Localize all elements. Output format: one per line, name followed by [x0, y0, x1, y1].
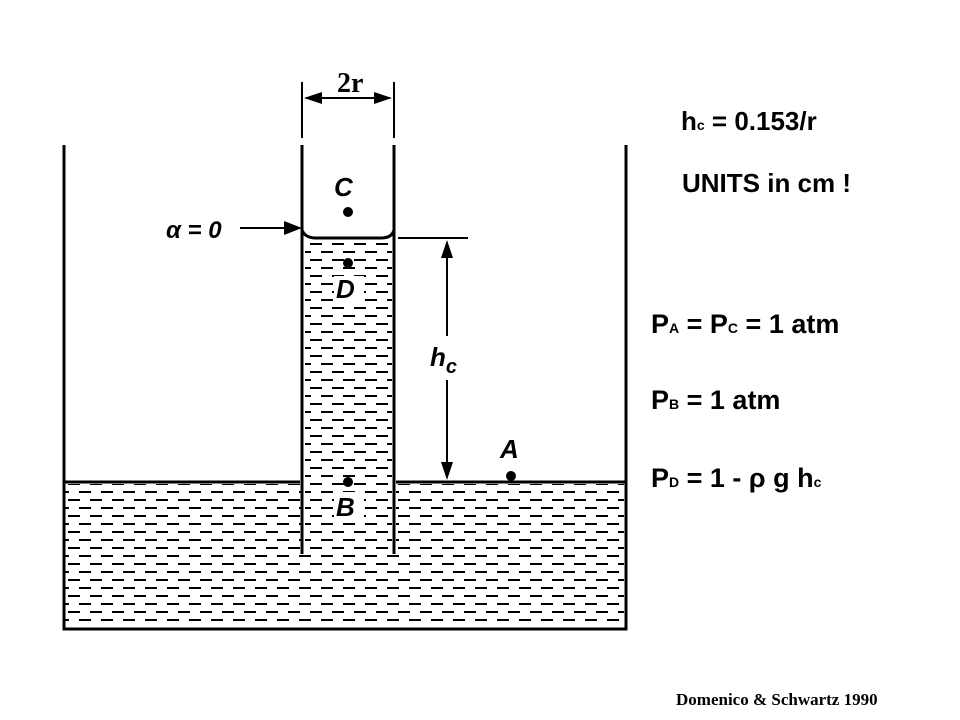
height-arrow-top	[441, 240, 453, 258]
point-b-dot	[343, 477, 353, 487]
point-c-label: C	[334, 172, 354, 202]
height-label: hc	[430, 342, 457, 378]
pressure-d-equation: PD = 1 - ρ g hc	[651, 463, 822, 493]
point-c-dot	[343, 207, 353, 217]
pressure-b-equation: PB = 1 atm	[651, 385, 781, 415]
height-arrow-bottom	[441, 462, 453, 480]
hc-symbol: h	[681, 106, 697, 136]
point-d-dot	[343, 258, 353, 268]
width-arrow-right	[374, 92, 392, 104]
hc-subscript: c	[696, 117, 705, 133]
point-a-label: A	[499, 434, 519, 464]
container-outline	[62, 145, 628, 631]
point-d-label: D	[336, 274, 355, 304]
citation: Domenico & Schwartz 1990	[676, 690, 878, 709]
width-arrow-left	[304, 92, 322, 104]
contact-angle-arrowhead	[284, 221, 302, 235]
meniscus	[300, 229, 396, 240]
units-note: UNITS in cm !	[682, 168, 852, 198]
contact-angle-label: α = 0	[166, 217, 222, 244]
capillary-height-equation: hc = 0.153/r	[681, 106, 817, 137]
width-label: 2r	[337, 68, 363, 99]
pressure-a-c-equation: PA = PC = 1 atm	[651, 309, 840, 339]
point-b-label: B	[336, 492, 355, 522]
point-a-dot	[506, 471, 516, 481]
hc-value: = 0.153/r	[704, 106, 817, 136]
